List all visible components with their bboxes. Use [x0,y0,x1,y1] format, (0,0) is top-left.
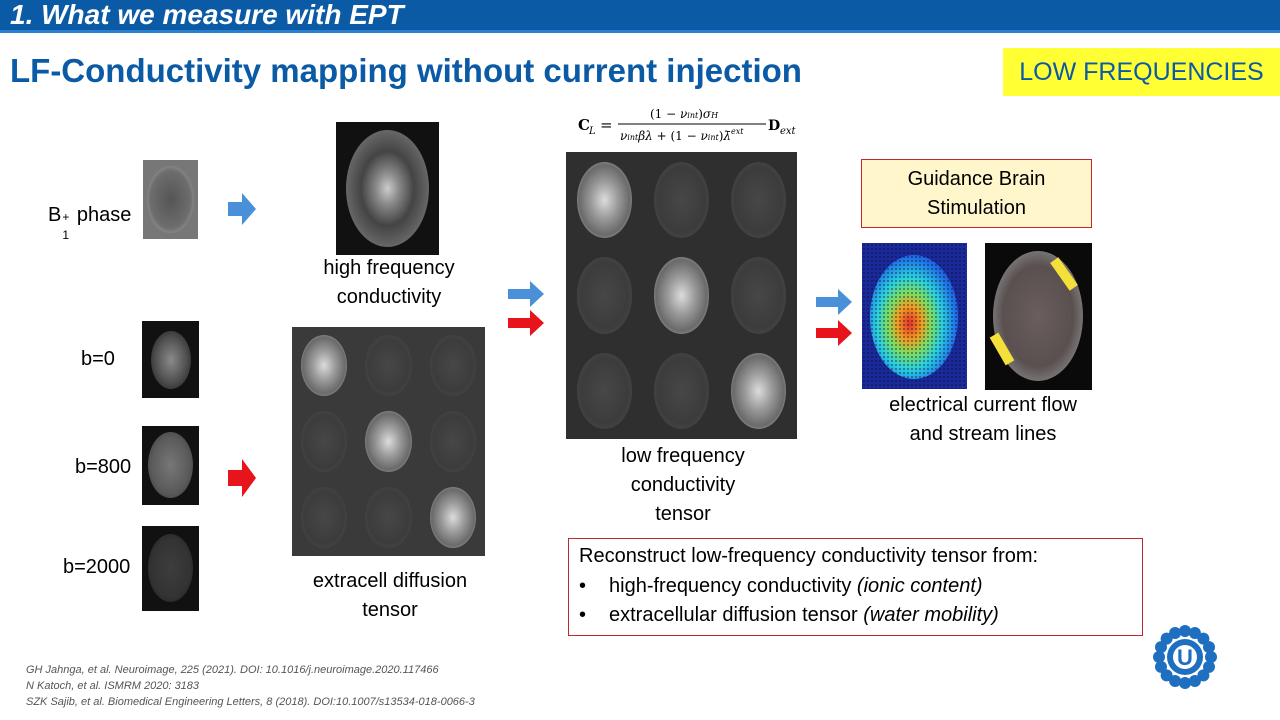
reconstruct-item-1: • high-frequency conductivity (ionic cont… [579,575,983,598]
reconstruct-heading: Reconstruct low-frequency conductivity t… [579,545,1039,567]
lf-conductivity-tensor-grid-image [566,152,797,439]
svg-text:(1 − νint)σH: (1 − νint)σH [650,107,719,121]
header-divider [0,30,1280,33]
utrecht-sun-logo-icon: U [1153,625,1217,689]
red-arrow-icon [228,459,256,497]
brain-tile [301,334,348,396]
brain-tile [653,161,710,239]
reconstruct-item-1-text: high-frequency conductivity [609,575,857,597]
b1-suffix: phase [71,204,132,226]
lf-caption-line1: low frequency [621,445,745,467]
brain-tile [365,334,412,396]
svg-text:νintβλ + (1 − νint)λ̄ext: νintβλ + (1 − νint)λ̄ext [620,127,744,143]
b0-image [142,321,199,398]
brain-tile [653,352,710,430]
reconstruct-item-1-em: (ionic content) [856,575,983,597]
brain-tile [730,352,787,430]
dt-caption-line1: extracell diffusion [312,570,468,592]
reference-1: GH Jahnga, et al. Neuroimage, 225 (2021)… [26,664,439,676]
brain-tile [576,161,633,239]
lf-caption-line3: tensor [655,503,711,525]
brain-tile [429,410,476,473]
diffusion-tensor-grid-image [292,327,485,556]
bullet: • [579,575,587,597]
brain-tile [730,257,787,334]
guidance-brain-stimulation-box: Guidance Brain Stimulation [861,159,1092,228]
dt-caption: extracell diffusion tensor [290,567,490,625]
blue-arrow-icon [228,193,256,225]
conductivity-formula: C L = (1 − νint)σH νintβλ + (1 − νint)λ̄… [578,107,797,143]
guidance-line1: Guidance Brain [907,168,1046,190]
section-title: 1. What we measure with EPT [10,0,404,30]
ec-caption-line2: and stream lines [909,423,1057,445]
hf-caption-line1: high frequency [323,257,455,279]
svg-text:C: C [578,116,590,134]
stream-lines-image [985,243,1092,390]
svg-text:U: U [1177,645,1193,670]
b2000-label: b=2000 [63,556,131,578]
reference-2: N Katoch, et al. ISMRM 2020: 3183 [26,680,200,692]
guidance-line2: Stimulation [927,197,1026,219]
ec-caption: electrical current flow and stream lines [868,391,1098,449]
b1-sub: 1 [62,228,70,242]
current-flow-map-image [862,243,967,389]
slide-title: LF-Conductivity mapping without current … [10,52,802,89]
blue-arrow-icon [816,289,852,315]
brain-tile [730,161,787,239]
b0-label: b=0 [81,348,115,370]
b1-phase-image [143,160,198,239]
reconstruct-item-2-text: extracellular diffusion tensor [609,604,864,626]
ec-caption-line1: electrical current flow [889,394,1077,416]
dt-caption-line2: tensor [362,599,418,621]
lf-caption-line2: conductivity [630,474,736,496]
blue-arrow-icon [508,281,544,307]
brain-tile [301,410,348,473]
section-header-bar [0,0,1280,30]
brain-tile [429,334,476,396]
b1-phase-label: B+1 phase [48,204,132,242]
brain-tile [653,257,710,334]
reference-3: SZK Sajib, et al. Biomedical Engineering… [26,696,475,708]
brain-tile [576,257,633,334]
hf-caption-line2: conductivity [336,286,442,308]
b1-sup: + [62,210,70,224]
hf-conductivity-image [336,122,439,255]
svg-text:L: L [588,126,596,137]
bullet: • [579,604,587,626]
brain-tile [365,487,412,549]
brain-tile [429,487,476,549]
b800-label: b=800 [75,456,132,478]
red-arrow-icon [816,320,852,346]
brain-tile [365,410,412,473]
reconstruct-item-2-em: (water mobility) [863,604,999,626]
brain-tile [576,352,633,430]
reconstruct-item-2: • extracellular diffusion tensor (water m… [579,604,999,627]
svg-text:=: = [600,116,613,134]
hf-caption: high frequency conductivity [300,254,478,312]
svg-text:ext: ext [780,126,797,137]
lf-caption: low frequency conductivity tensor [583,442,783,529]
brain-tile [301,487,348,549]
b1-base: B [48,204,62,226]
reconstruct-box: Reconstruct low-frequency conductivity t… [568,538,1143,636]
red-arrow-icon [508,310,544,336]
svg-text:D: D [768,118,780,134]
low-frequencies-badge: LOW FREQUENCIES [1003,48,1280,96]
b800-image [142,426,199,505]
b2000-image [142,526,199,611]
